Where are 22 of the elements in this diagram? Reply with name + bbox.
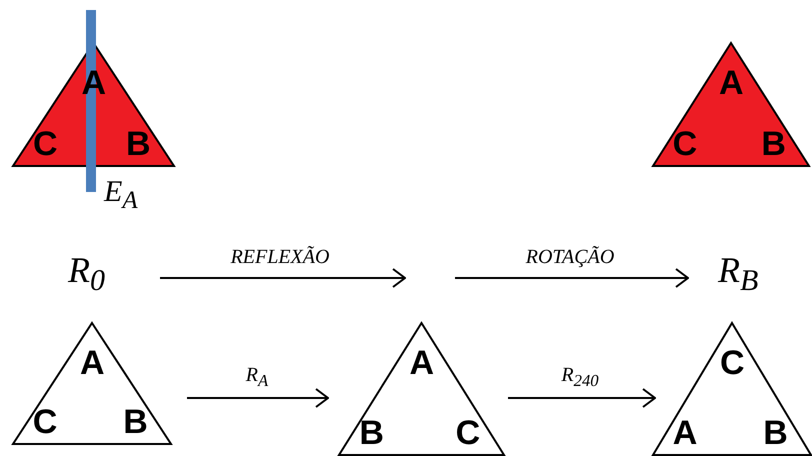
left-vertex-label: B <box>359 416 384 450</box>
arrow <box>455 268 689 288</box>
right-vertex-label: B <box>763 416 788 450</box>
top-vertex-label: A <box>80 346 105 380</box>
top-vertex-label: A <box>410 346 434 380</box>
right-vertex-label: B <box>761 127 786 161</box>
left-vertex-label: A <box>672 416 698 450</box>
left-vertex-label: C <box>32 405 58 439</box>
top-vertex-label: A <box>719 66 744 100</box>
arrow <box>160 268 406 288</box>
arrow <box>187 388 329 408</box>
right-vertex-label: B <box>126 127 151 161</box>
edge-label: ROTAÇÃO <box>524 246 616 268</box>
symmetry-symbol: R$_{B}$ <box>718 250 758 300</box>
left-vertex-label: C <box>33 127 58 161</box>
symmetry-symbol: R$_{0}$ <box>68 250 105 300</box>
axis-label: E$_{A}$ <box>104 174 138 216</box>
right-vertex-label: C <box>456 416 480 450</box>
right-vertex-label: B <box>123 405 148 439</box>
left-vertex-label: C <box>672 127 698 161</box>
arrow <box>508 388 656 408</box>
top-vertex-label: C <box>720 346 745 380</box>
